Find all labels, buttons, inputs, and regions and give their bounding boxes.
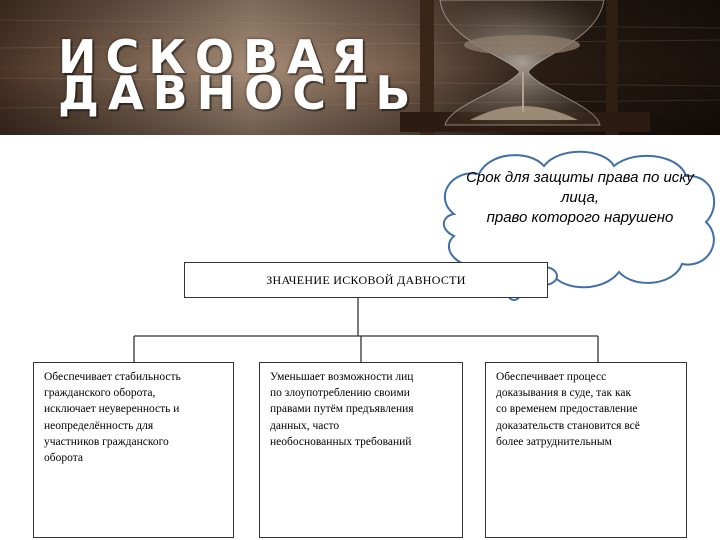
box-line: участников гражданского (44, 435, 169, 448)
diagram-box-stability: Обеспечивает стабильность гражданского о… (33, 362, 234, 538)
banner-title-line-2: ДАВНОСТЬ (58, 66, 420, 120)
box-line: исключает неуверенность и (44, 403, 180, 416)
box-line: гражданского оборота, (44, 387, 156, 400)
box-line: оборота (44, 452, 83, 465)
banner-title-line-1: ИСКОВАЯ (58, 30, 377, 84)
diagram-box-abuse: Уменьшает возможности лиц по злоупотребл… (259, 362, 463, 538)
box-line: необоснованных требований (270, 435, 412, 448)
box-line: правами путём предъявления (270, 403, 414, 416)
diagram-heading: ЗНАЧЕНИЕ ИСКОВОЙ ДАВНОСТИ (184, 262, 548, 298)
box-line: по злоупотреблению своими (270, 387, 410, 400)
callout-line: лица, (560, 189, 600, 206)
box-line: Обеспечивает процесс (496, 371, 607, 383)
box-line: данных, часто (270, 419, 340, 432)
box-line: доказательств становится всё (496, 419, 640, 432)
banner: ИСКОВАЯ ДАВНОСТЬ (0, 0, 720, 135)
box-line: со временем предоставление (496, 403, 638, 416)
hourglass-image (0, 0, 720, 135)
callout-line: право которого нарушено (486, 209, 674, 226)
box-line: Уменьшает возможности лиц (270, 371, 414, 383)
box-line: доказывания в суде, так как (496, 387, 632, 400)
diagram-box-evidence: Обеспечивает процесс доказывания в суде,… (485, 362, 687, 538)
box-line: более затруднительным (496, 435, 612, 448)
callout-line: Срок для защиты права по иску (466, 169, 694, 186)
box-line: Обеспечивает стабильность (44, 371, 181, 383)
callout-text: Срок для защиты права по иску лица, прав… (440, 168, 720, 228)
box-line: неопределённость для (44, 419, 154, 432)
